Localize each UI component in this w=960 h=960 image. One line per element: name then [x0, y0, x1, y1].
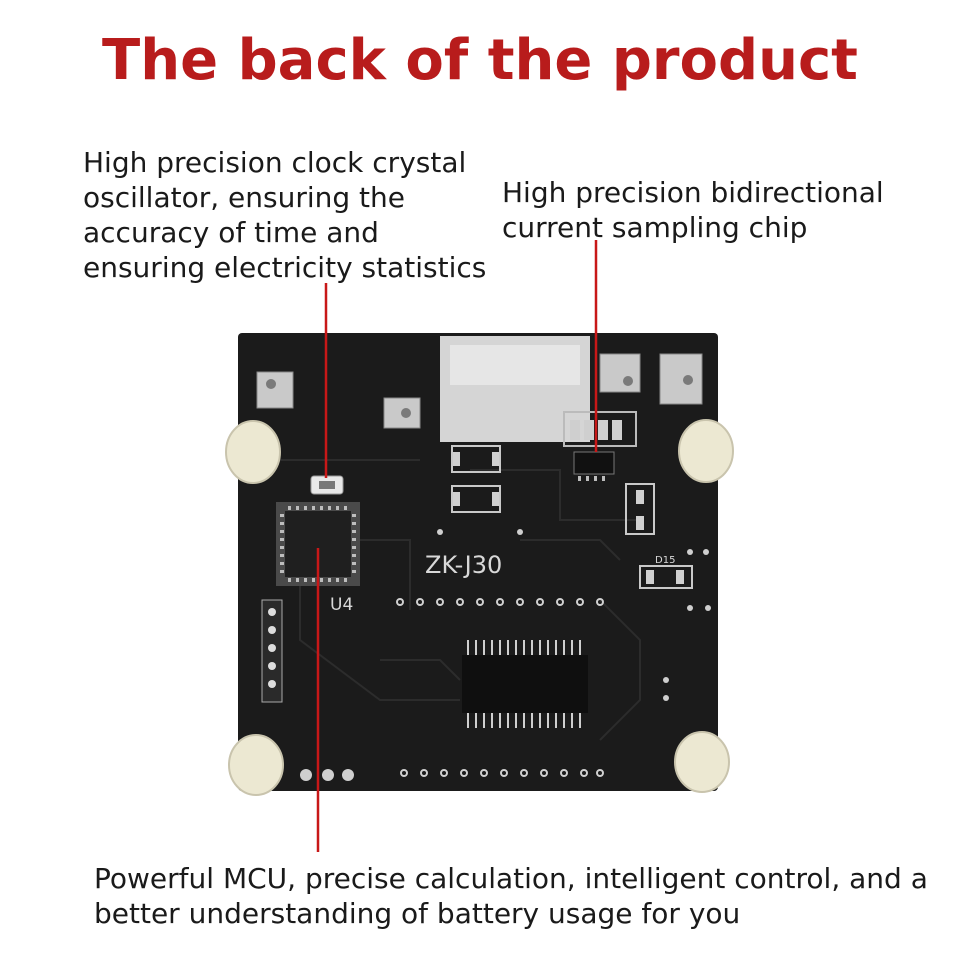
- callout-line: accuracy of time and: [83, 216, 379, 249]
- standoff-feet: [225, 419, 734, 796]
- callout-line: High precision clock crystal: [83, 146, 467, 179]
- crystal-oscillator-body: [319, 481, 335, 489]
- pin-header: [261, 599, 283, 703]
- diamond-pads: [256, 353, 703, 429]
- mcu-ref-label: U4: [330, 595, 353, 615]
- solder-joints: [300, 529, 711, 781]
- callout-line: oscillator, ensuring the: [83, 181, 405, 214]
- callout-line: Powerful MCU, precise calculation, intel…: [94, 862, 928, 895]
- callout-line: current sampling chip: [502, 211, 808, 244]
- via-row-upper: [396, 598, 604, 606]
- mcu-chip: [276, 502, 360, 586]
- smd-pads: [452, 452, 684, 584]
- pcb-board: [238, 333, 718, 791]
- via-row-lower: [400, 769, 604, 777]
- callout-current-sampling-chip: High precision bidirectional current sam…: [502, 175, 884, 245]
- callout-line: better understanding of battery usage fo…: [94, 897, 741, 930]
- smd-outlines: [451, 445, 693, 589]
- display-driver-chip: [462, 640, 588, 728]
- callout-mcu: Powerful MCU, precise calculation, intel…: [94, 861, 928, 931]
- pointer-lines: [316, 240, 598, 852]
- callout-crystal-oscillator: High precision clock crystal oscillator,…: [83, 145, 486, 285]
- diode-ref-label: D15: [655, 555, 675, 566]
- sampling-chip: [563, 411, 637, 481]
- metal-pad-shine: [450, 345, 580, 385]
- callout-line: High precision bidirectional: [502, 176, 884, 209]
- pad-screws: [266, 375, 693, 418]
- page-title: The back of the product: [102, 28, 858, 93]
- model-label: ZK-J30: [425, 551, 502, 579]
- callout-line: ensuring electricity statistics: [83, 251, 487, 284]
